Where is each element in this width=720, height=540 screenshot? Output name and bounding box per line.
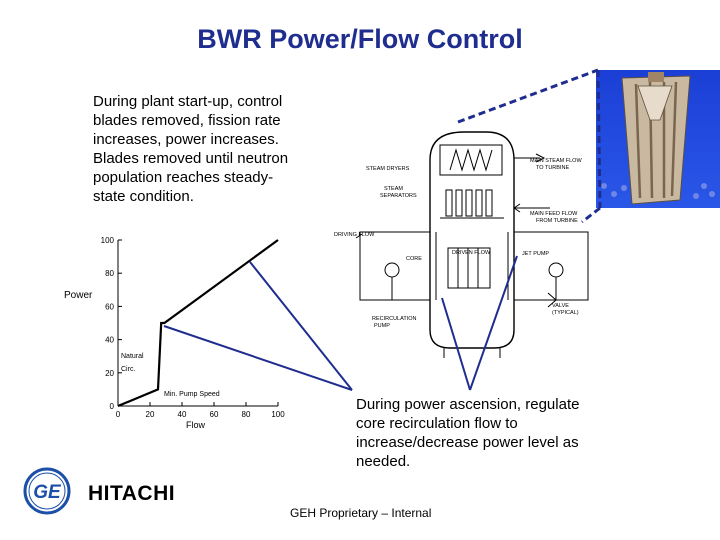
power-flow-line <box>117 239 279 408</box>
y-tick-label: 100 <box>101 236 115 245</box>
y-tick-label: 80 <box>105 269 114 278</box>
diagram-label: DRIVEN FLOW <box>452 250 491 256</box>
x-tick-label: 0 <box>116 410 121 419</box>
pointer-to-chart-line <box>163 325 353 391</box>
diagram-label: STEAM <box>384 186 403 192</box>
intro-line: population reaches steady- <box>93 169 274 186</box>
hitachi-logo: HITACHI <box>88 482 176 505</box>
intro-line: increases, power increases. <box>93 131 279 148</box>
x-tick-label: 20 <box>146 410 155 419</box>
diagram-label: VALVE <box>552 303 569 309</box>
x-tick-label: 60 <box>210 410 219 419</box>
diagram-label: STEAM DRYERS <box>366 166 410 172</box>
intro-line: During plant start-up, control <box>93 93 283 110</box>
diagram-label: FROM TURBINE <box>536 218 578 224</box>
diagram-label: DRIVING FLOW <box>334 232 375 238</box>
footer-text: GEH Proprietary – Internal <box>290 506 432 520</box>
intro-line: Blades removed until neutron <box>93 150 289 167</box>
diagram-label: TO TURBINE <box>536 165 569 171</box>
slide-title: BWR Power/Flow Control <box>197 24 523 54</box>
dashed-callout-line <box>596 69 602 209</box>
y-tick-label: 40 <box>105 336 114 345</box>
x-tick-label: 80 <box>242 410 251 419</box>
y-tick-label: 0 <box>110 402 115 411</box>
diagram-label: JET PUMP <box>522 251 549 257</box>
startup-description: During plant start-up, control blades re… <box>93 92 328 206</box>
power-ascension-description: During power ascension, regulate core re… <box>356 395 626 471</box>
diagram-label: SEPARATORS <box>380 193 417 199</box>
min-pump-speed-label: Min. Pump Speed <box>164 391 220 398</box>
intro-line: blades removed, fission rate <box>93 112 281 129</box>
dashed-callout-line <box>581 206 601 224</box>
y-tick-label: 60 <box>105 302 114 311</box>
pointer-to-jet-pump <box>469 255 518 391</box>
ascension-line: needed. <box>356 453 411 470</box>
dashed-callout-line <box>457 68 599 124</box>
ge-monogram-icon: GE <box>23 467 71 515</box>
diagram-label: MAIN STEAM FLOW <box>530 158 582 164</box>
diagram-label: MAIN FEED FLOW <box>530 211 578 217</box>
ascension-line: During power ascension, regulate <box>356 396 580 413</box>
chart-ylabel: Power <box>64 290 93 301</box>
x-tick-label: 40 <box>178 410 187 419</box>
diagram-label: (TYPICAL) <box>552 310 579 316</box>
y-tick-label: 20 <box>105 369 114 378</box>
pointer-to-chart-line <box>249 261 353 391</box>
diagram-label: PUMP <box>374 323 390 329</box>
ascension-line: increase/decrease power level as <box>356 434 579 451</box>
pointer-to-recirc-valve <box>441 297 471 391</box>
diagram-label: RECIRCULATION <box>372 316 417 322</box>
x-tick-label: 100 <box>271 410 285 419</box>
intro-line: state condition. <box>93 188 194 205</box>
ascension-line: core recirculation flow to <box>356 415 518 432</box>
natural-circ-label: Circ. <box>121 366 135 373</box>
chart-xlabel: Flow <box>186 420 206 430</box>
diagram-label: CORE <box>406 256 422 262</box>
ge-logo-text: GE <box>33 482 62 503</box>
natural-circ-label: Natural <box>121 353 144 360</box>
